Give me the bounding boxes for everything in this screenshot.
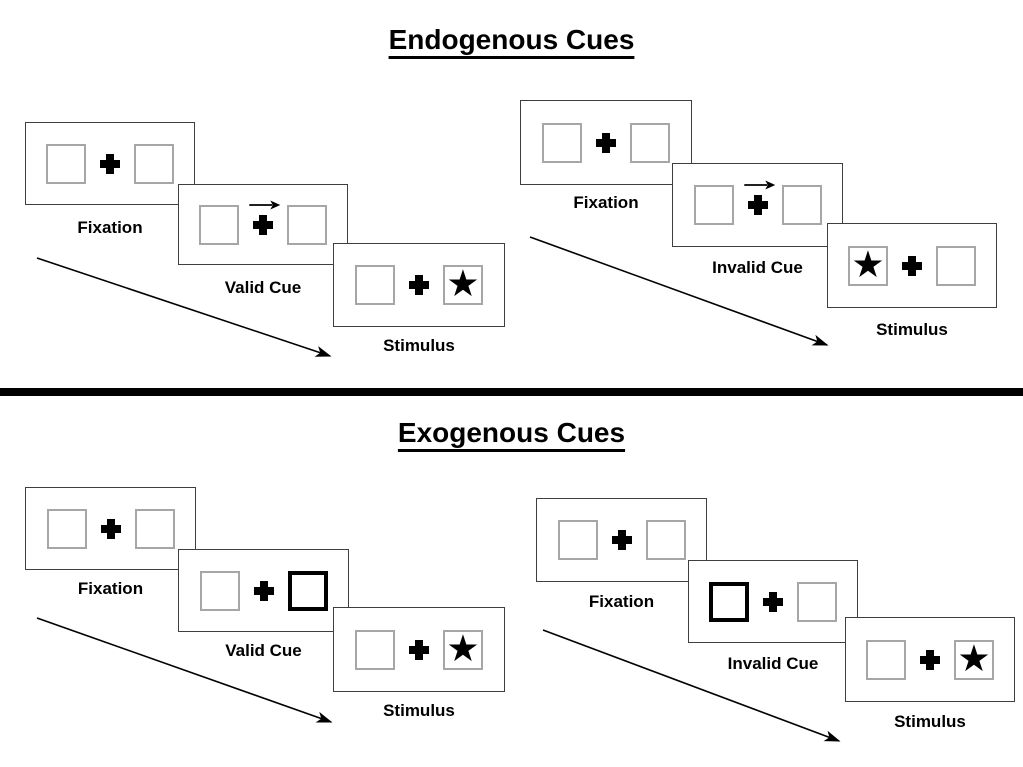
left-location-box — [355, 265, 395, 305]
fixation-label: Fixation — [573, 193, 639, 212]
endo-valid-stimulus-panel: ★ — [333, 243, 505, 327]
right-location-box — [781, 185, 822, 225]
fixation-cross-icon — [763, 591, 783, 612]
stimulus-label: Stimulus — [876, 320, 948, 339]
fixation-label: Fixation — [77, 218, 143, 237]
right-location-box: ★ — [443, 265, 483, 305]
endogenous-section-title: Endogenous Cues — [388, 24, 635, 55]
fixation-cross-icon — [902, 255, 922, 276]
fixation-cross-icon — [596, 132, 616, 153]
right-location-box — [630, 122, 670, 163]
section-divider — [0, 388, 1023, 396]
fixation-cross-icon — [409, 275, 429, 295]
exogenous-section-title: Exogenous Cues — [397, 417, 626, 448]
star-icon: ★ — [957, 636, 991, 680]
left-location-box: ★ — [848, 242, 888, 286]
right-location-box: ★ — [954, 636, 994, 680]
right-location-box — [287, 204, 327, 245]
fixation-cross-icon — [253, 214, 273, 235]
right-location-box: ★ — [443, 626, 483, 670]
left-location-box — [355, 629, 395, 670]
cue-label: Invalid Cue — [712, 258, 803, 277]
right-location-box — [134, 143, 174, 184]
endo-valid-fixation-panel — [25, 122, 195, 205]
timeline-arrow-endo-invalid — [529, 236, 829, 346]
fixation-cross-icon — [100, 153, 120, 174]
right-location-box — [645, 520, 686, 560]
right-location-box — [797, 581, 837, 622]
cue-arrow-icon — [249, 200, 281, 209]
cue-highlight-box — [709, 581, 749, 622]
endo-invalid-stimulus-panel: ★ — [827, 223, 997, 308]
left-location-box — [46, 143, 86, 184]
left-location-box — [199, 204, 239, 245]
exo-valid-fixation-panel — [25, 487, 196, 570]
left-location-box — [542, 122, 582, 163]
fixation-label: Fixation — [77, 579, 144, 598]
stimulus-label: Stimulus — [894, 712, 966, 731]
star-icon: ★ — [446, 262, 480, 305]
fixation-cross-icon — [611, 530, 632, 550]
exo-invalid-cue-panel — [688, 560, 858, 643]
fixation-label: Fixation — [588, 592, 655, 611]
star-icon: ★ — [851, 242, 885, 286]
cue-label: Invalid Cue — [727, 654, 819, 673]
cue-label: Valid Cue — [225, 641, 302, 660]
left-location-box — [557, 520, 598, 560]
endo-invalid-fixation-panel — [520, 100, 692, 185]
fixation-cross-icon — [747, 195, 768, 215]
timeline-arrow-exo-invalid — [542, 629, 841, 742]
fixation-cross-icon — [100, 518, 121, 539]
cue-highlight-box — [287, 570, 328, 611]
timeline-arrow-endo-valid — [36, 257, 332, 357]
exo-valid-stimulus-panel: ★ — [333, 607, 505, 692]
timeline-arrow-exo-valid — [36, 617, 333, 723]
cue-label: Valid Cue — [224, 278, 302, 297]
fixation-cross-icon — [409, 639, 429, 660]
left-location-box — [866, 639, 906, 680]
endo-valid-cue-panel — [178, 184, 348, 265]
exo-invalid-stimulus-panel: ★ — [845, 617, 1015, 702]
star-icon: ★ — [446, 626, 480, 670]
cue-arrow-icon — [743, 180, 775, 190]
stimulus-label: Stimulus — [383, 336, 455, 355]
left-location-box — [46, 508, 87, 549]
fixation-cross-icon — [253, 580, 274, 601]
stimulus-label: Stimulus — [383, 701, 455, 720]
fixation-cross-icon — [920, 649, 940, 670]
right-location-box — [134, 508, 175, 549]
exo-valid-cue-panel — [178, 549, 349, 632]
left-location-box — [693, 185, 734, 225]
left-location-box — [199, 570, 240, 611]
endo-invalid-cue-panel — [672, 163, 843, 247]
right-location-box — [936, 245, 976, 286]
exo-invalid-fixation-panel — [536, 498, 707, 582]
